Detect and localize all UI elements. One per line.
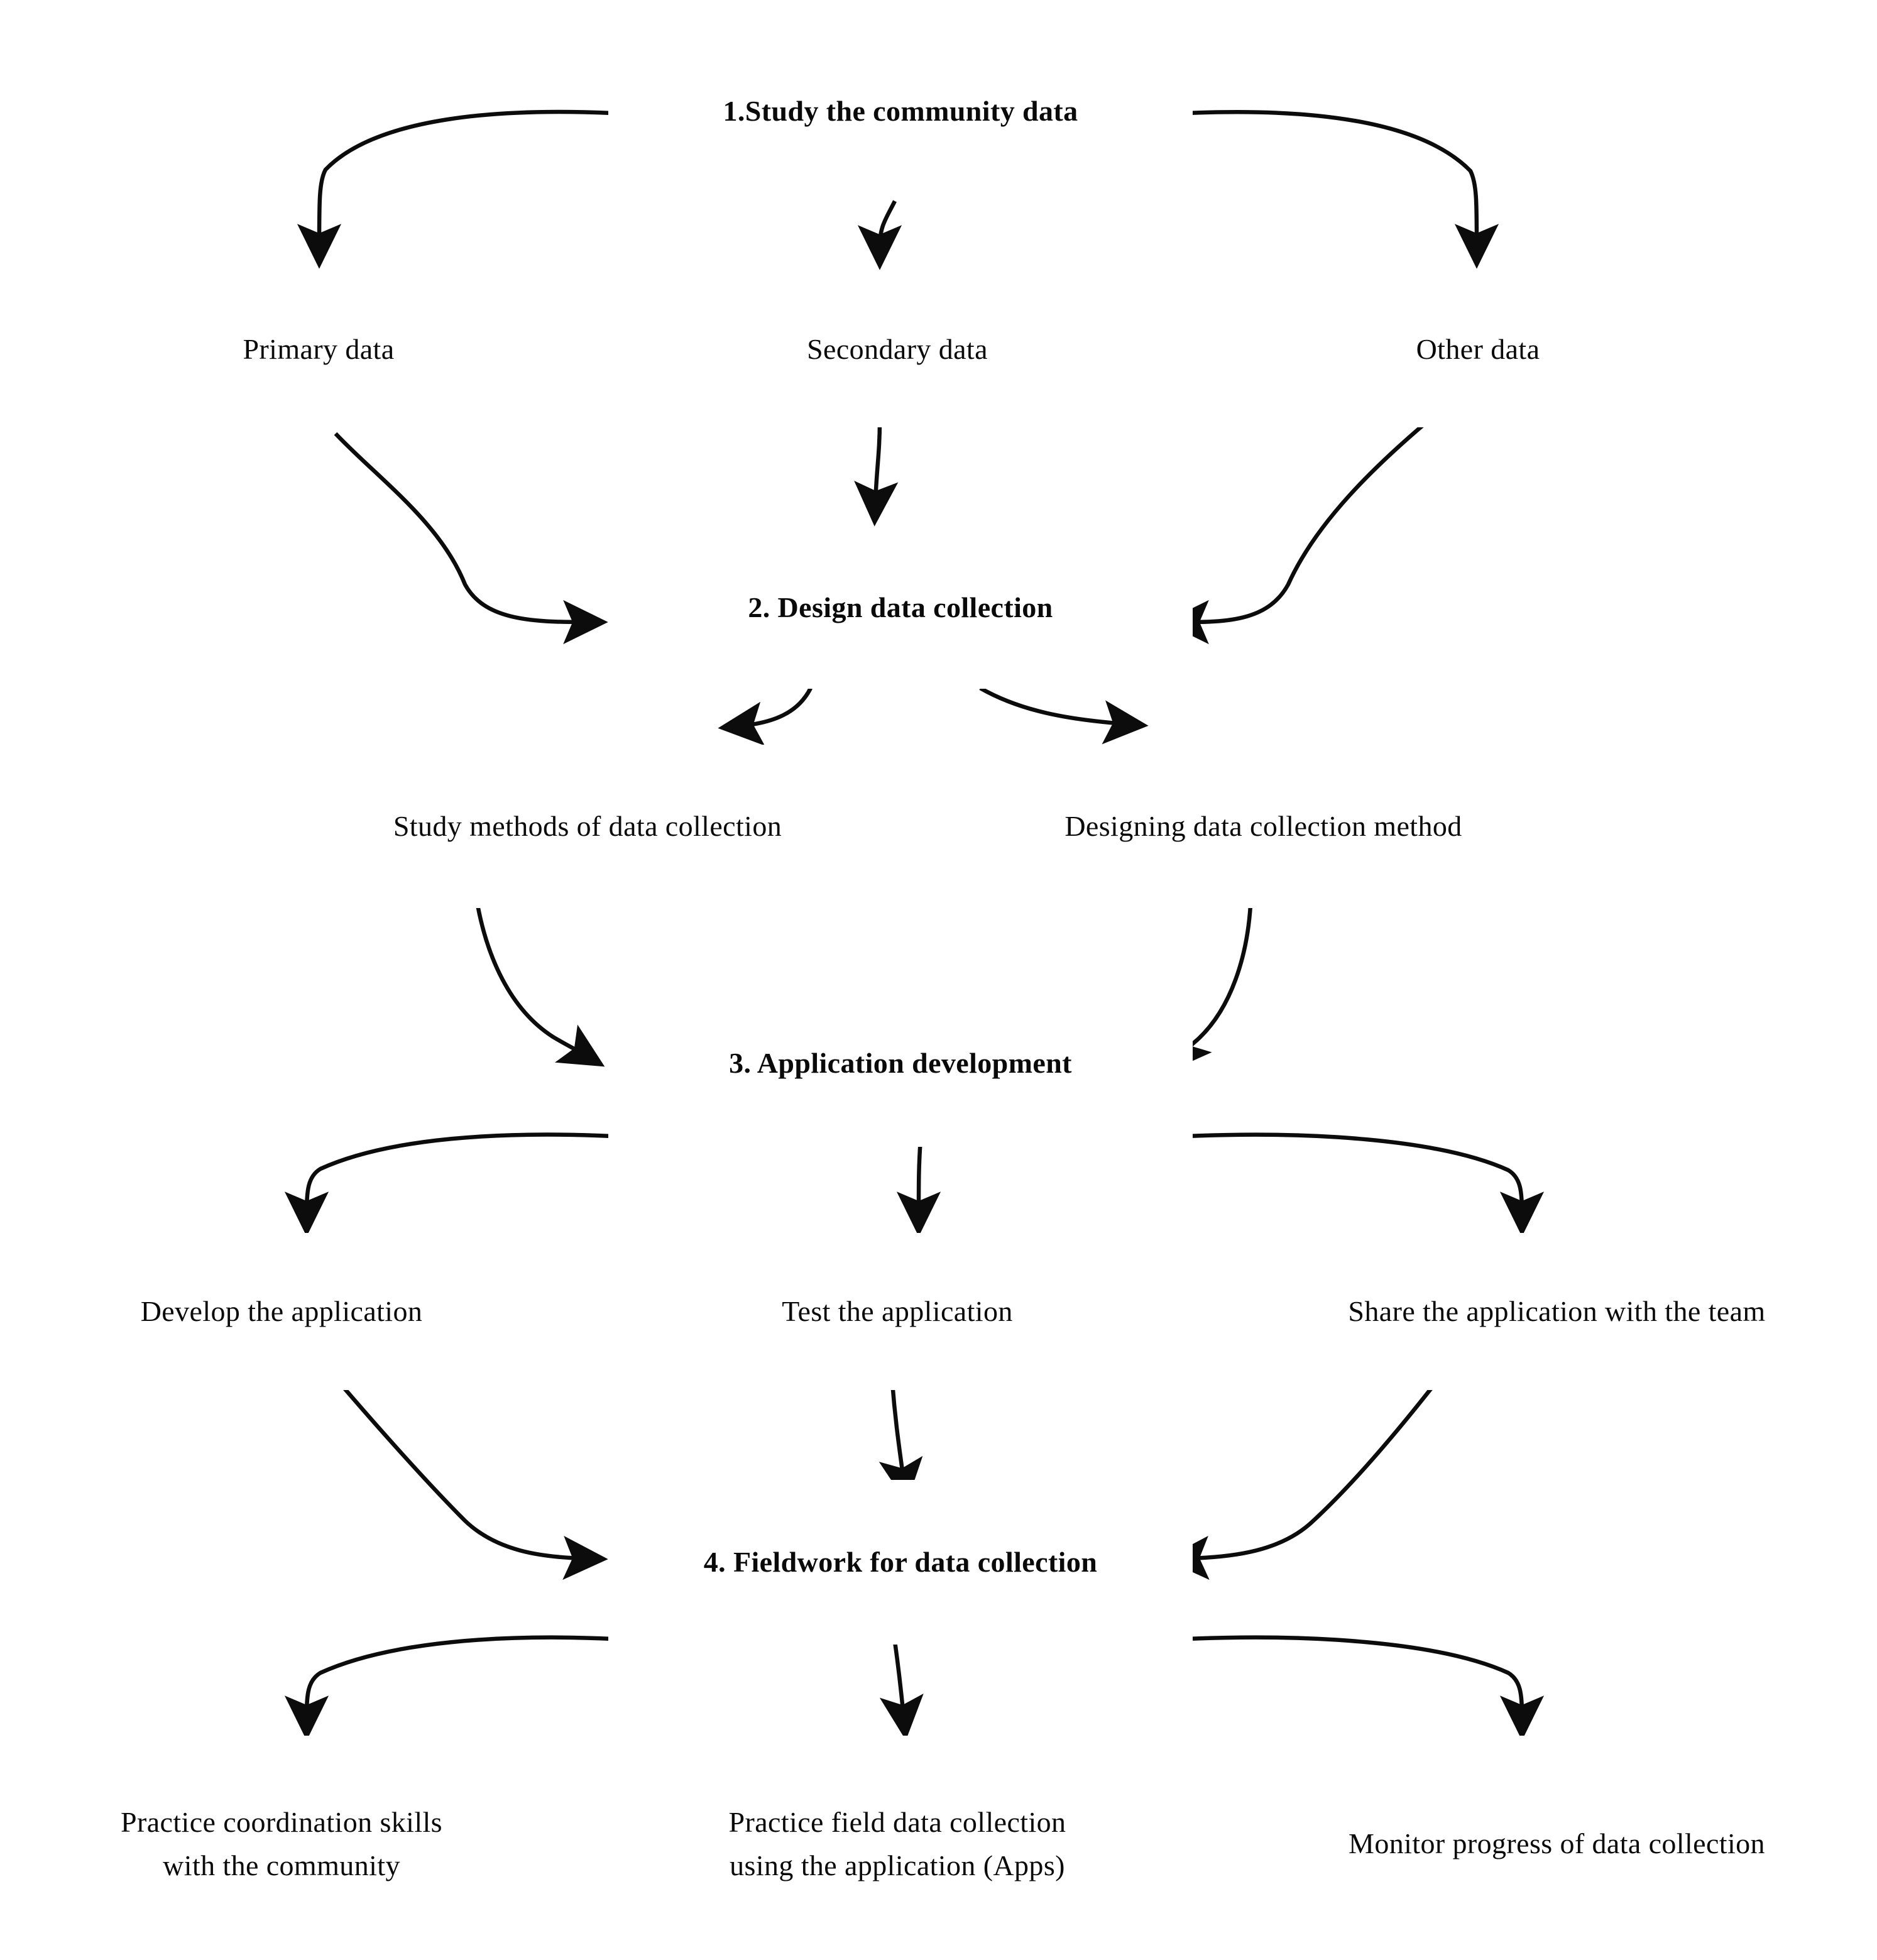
connector-study-methods-to-appdev [475, 904, 605, 1067]
connector-appdev-to-share [1187, 1132, 1545, 1237]
connector-other-to-design [1164, 420, 1428, 645]
node-label: 3. Application development [729, 1047, 1072, 1080]
connector-study-to-primary [297, 109, 613, 269]
node-practice-field-collection[interactable]: Practice field data collection using the… [608, 1736, 1186, 1952]
connector-study-to-other [1187, 110, 1499, 269]
connector-fieldwork-to-monitor [1187, 1635, 1545, 1741]
connector-test-to-fieldwork [878, 1382, 923, 1504]
node-label: 4. Fieldwork for data collection [703, 1545, 1098, 1578]
node-share-application[interactable]: Share the application with the team [1263, 1233, 1851, 1390]
connector-primary-to-design [334, 432, 608, 645]
node-primary-data[interactable]: Primary data [70, 271, 567, 427]
node-other-data[interactable]: Other data [1227, 271, 1729, 427]
connector-fieldwork-to-coordination [284, 1635, 613, 1741]
node-label: Practice field data collection using the… [728, 1806, 1066, 1881]
node-fieldwork-data-collection[interactable]: 4. Fieldwork for data collection [608, 1480, 1193, 1645]
node-practice-coordination[interactable]: Practice coordination skills with the co… [30, 1736, 533, 1952]
node-label: Share the application with the team [1348, 1295, 1766, 1327]
node-label: Primary data [243, 332, 395, 365]
node-label: Secondary data [807, 332, 988, 365]
node-label: Study methods of data collection [393, 809, 782, 842]
connector-appdev-to-test [896, 1138, 941, 1237]
node-test-application[interactable]: Test the application [608, 1233, 1186, 1390]
node-label: 1.Study the community data [723, 95, 1078, 128]
node-study-methods[interactable]: Study methods of data collection [302, 745, 873, 908]
connector-share-to-fieldwork [1164, 1381, 1438, 1580]
node-label: Practice coordination skills with the co… [121, 1806, 442, 1881]
node-label: Monitor progress of data collection [1349, 1827, 1765, 1860]
connector-study-to-secondary [857, 200, 902, 270]
node-monitor-progress[interactable]: Monitor progress of data collection [1263, 1736, 1851, 1952]
connector-secondary-to-design [854, 420, 899, 527]
connector-develop-to-fieldwork [337, 1381, 608, 1580]
node-label: Test the application [782, 1295, 1013, 1327]
connector-fieldwork-to-field-collection [879, 1641, 924, 1741]
node-develop-application[interactable]: Develop the application [30, 1233, 533, 1390]
node-label: Other data [1416, 332, 1540, 365]
node-design-data-collection[interactable]: 2. Design data collection [608, 527, 1193, 689]
connector-appdev-to-develop [284, 1132, 613, 1237]
node-application-development[interactable]: 3. Application development [608, 980, 1193, 1147]
connector-design-to-designing-method [979, 686, 1149, 745]
node-study-community-data[interactable]: 1.Study the community data [608, 25, 1193, 198]
connector-design-to-study-methods [718, 687, 813, 746]
node-label: Develop the application [140, 1295, 423, 1327]
node-designing-method[interactable]: Designing data collection method [960, 745, 1567, 908]
node-label: Designing data collection method [1064, 809, 1462, 842]
node-label: 2. Design data collection [748, 591, 1053, 623]
node-secondary-data[interactable]: Secondary data [608, 271, 1186, 427]
